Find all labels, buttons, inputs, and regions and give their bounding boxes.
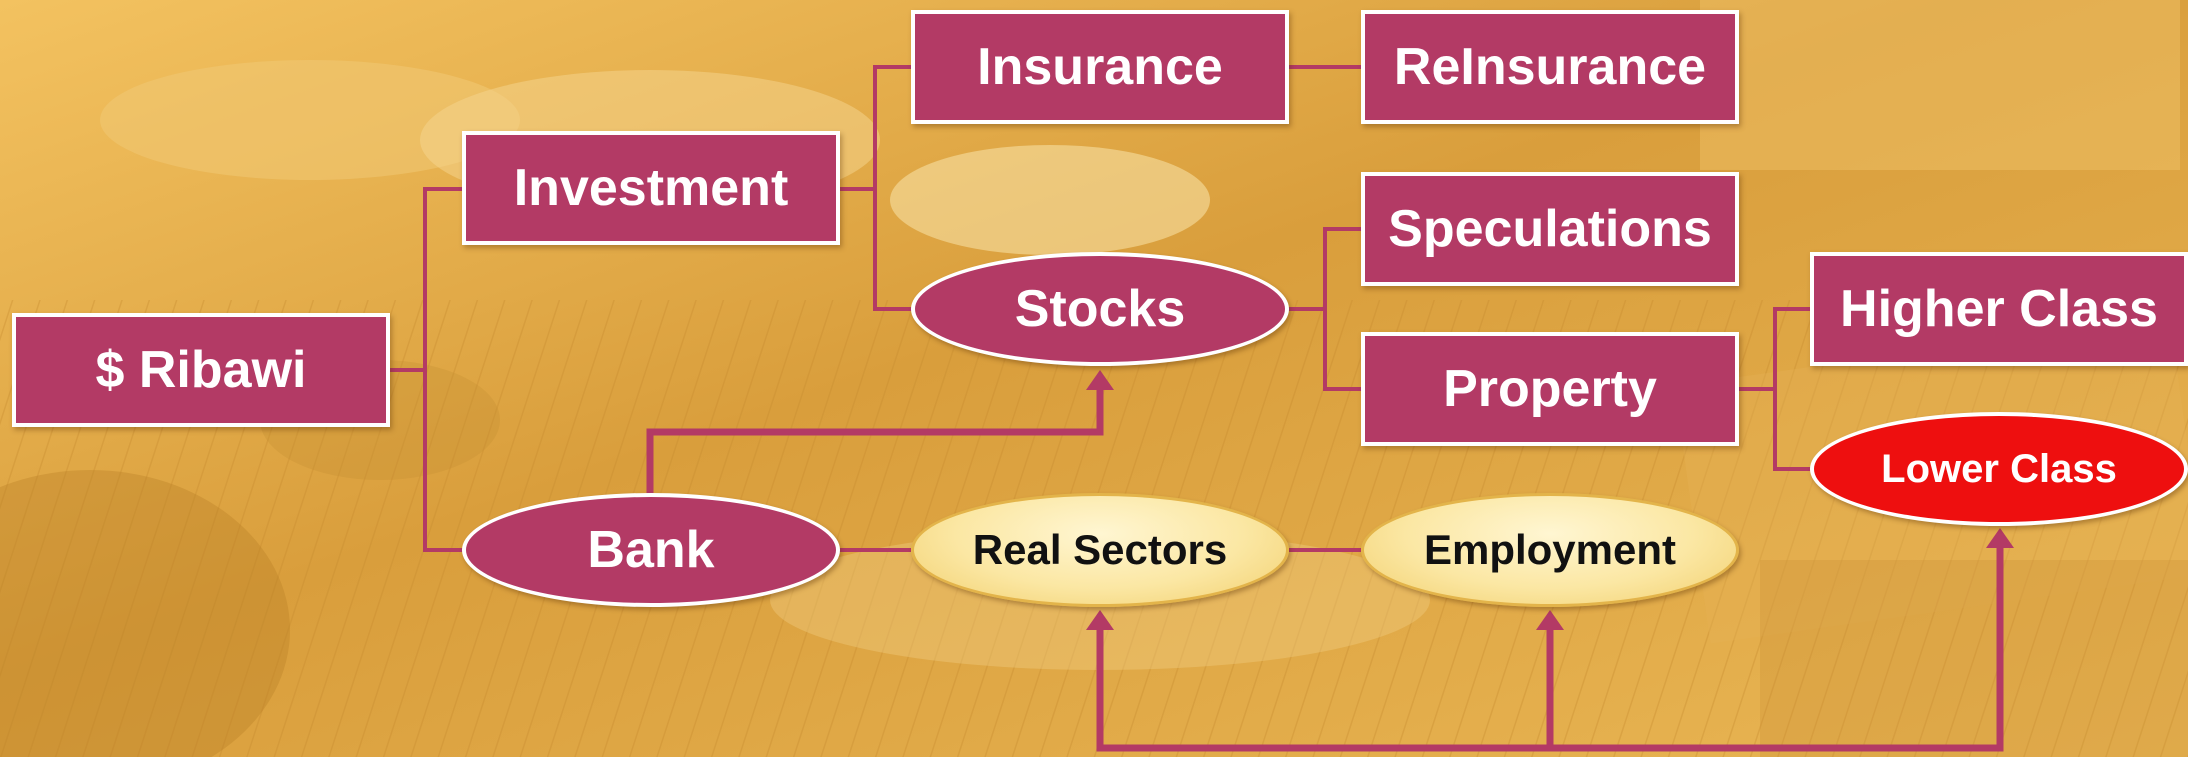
node-reinsurance: ReInsurance bbox=[1361, 10, 1739, 124]
node-property-label: Property bbox=[1443, 360, 1657, 418]
node-higher-class: Higher Class bbox=[1810, 252, 2188, 366]
node-bank: Bank bbox=[462, 493, 840, 607]
arrowhead-employment bbox=[1536, 610, 1564, 630]
node-property: Property bbox=[1361, 332, 1739, 446]
node-bank-label: Bank bbox=[587, 521, 715, 579]
node-speculations: Speculations bbox=[1361, 172, 1739, 286]
node-ribawi-label: $ Ribawi bbox=[95, 341, 307, 399]
arrowhead-real-sectors bbox=[1086, 610, 1114, 630]
node-employment-label: Employment bbox=[1423, 526, 1677, 573]
node-insurance-label: Insurance bbox=[977, 38, 1223, 96]
node-real-sectors-label: Real Sectors bbox=[972, 526, 1228, 573]
link-investment-stocks bbox=[873, 189, 911, 311]
link-ribawi-investment bbox=[390, 187, 462, 372]
link-property-higher-class bbox=[1739, 307, 1810, 391]
node-lower-class-label: Lower Class bbox=[1881, 446, 2117, 491]
link-property-lower-class bbox=[1773, 389, 1810, 471]
link-stocks-property bbox=[1323, 309, 1361, 391]
link-stocks-speculations bbox=[1289, 227, 1361, 311]
node-employment: Employment bbox=[1361, 493, 1739, 607]
node-stocks-label: Stocks bbox=[1014, 280, 1186, 338]
node-reinsurance-label: ReInsurance bbox=[1393, 38, 1707, 96]
node-real-sectors: Real Sectors bbox=[911, 493, 1289, 607]
node-investment-label: Investment bbox=[513, 159, 789, 217]
node-insurance: Insurance bbox=[911, 10, 1289, 124]
link-ribawi-bank bbox=[423, 370, 462, 552]
node-investment: Investment bbox=[462, 131, 840, 245]
arrowhead-stocks bbox=[1086, 370, 1114, 390]
node-ribawi: $ Ribawi bbox=[12, 313, 390, 427]
node-lower-class: Lower Class bbox=[1810, 412, 2188, 526]
arrowhead-lower-class bbox=[1986, 528, 2014, 548]
link-investment-insurance bbox=[840, 65, 911, 191]
node-speculations-label: Speculations bbox=[1388, 200, 1712, 258]
link-bank-stocks bbox=[646, 390, 1104, 493]
node-higher-class-label: Higher Class bbox=[1840, 280, 2158, 338]
node-stocks: Stocks bbox=[911, 252, 1289, 366]
